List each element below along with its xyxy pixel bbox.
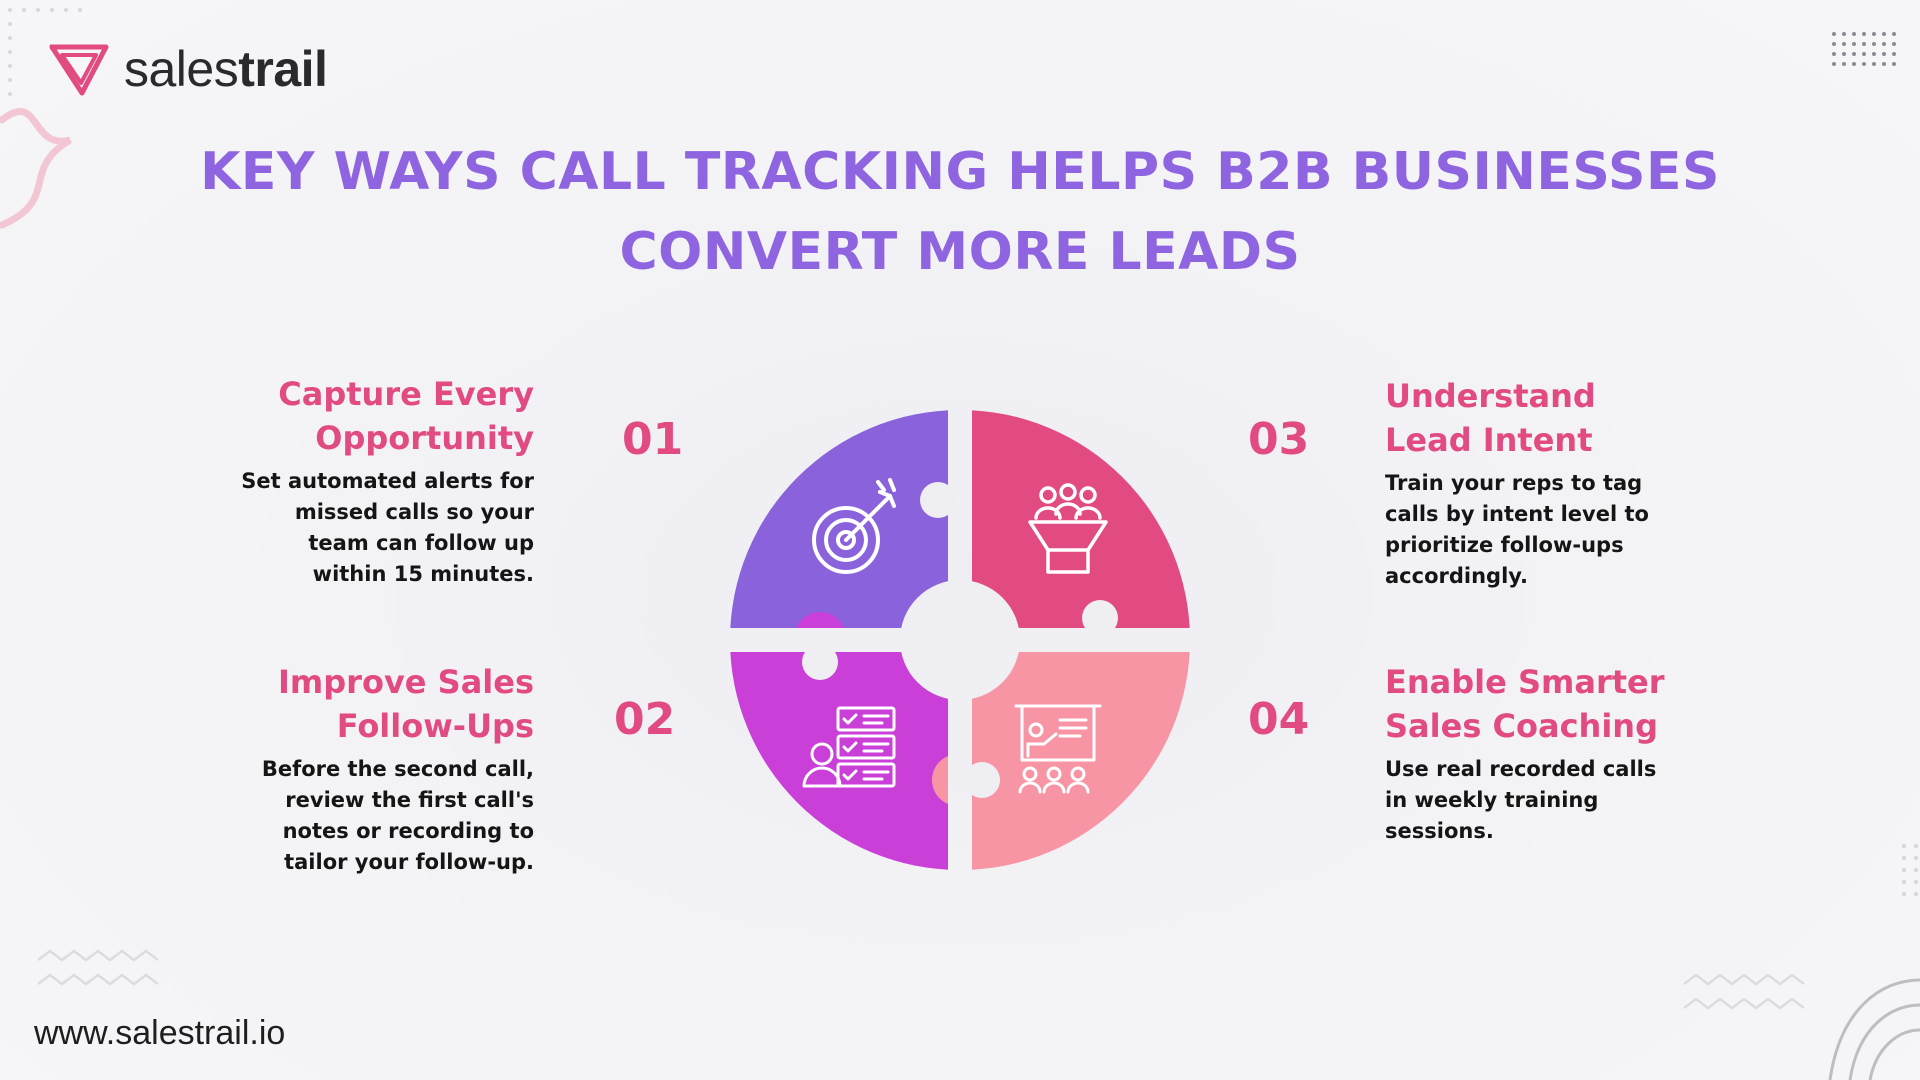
salestrail-logo-icon <box>49 44 109 96</box>
puzzle-piece-03 <box>960 410 1190 668</box>
item-04-number: 04 <box>1248 694 1310 745</box>
puzzle-piece-04 <box>932 640 1190 870</box>
dot-grid-decoration <box>1832 32 1896 66</box>
zigzag-decoration-right <box>1683 973 1805 1010</box>
item-02-number: 02 <box>614 694 676 745</box>
title-line-1: KEY WAYS CALL TRACKING HELPS B2B BUSINES… <box>200 142 1720 202</box>
people-funnel-icon <box>1028 483 1108 574</box>
checklist-user-icon <box>802 706 896 788</box>
arc-lines-decoration <box>1828 844 1920 1080</box>
item-03-number: 03 <box>1248 414 1310 465</box>
item-01-number: 01 <box>622 414 684 465</box>
puzzle-circle <box>730 410 1190 870</box>
page-title: KEY WAYS CALL TRACKING HELPS B2B BUSINES… <box>0 132 1920 292</box>
title-line-2: CONVERT MORE LEADS <box>619 222 1301 282</box>
brand-logo[interactable]: salestrail <box>48 40 328 98</box>
presentation-board-icon <box>1014 704 1102 794</box>
website-link[interactable]: www.salestrail.io <box>34 1014 286 1052</box>
zigzag-decoration <box>37 949 159 986</box>
target-arrow-icon <box>812 478 896 574</box>
brand-name: salestrail <box>124 41 328 97</box>
item-02-description: Before the second call,review the first … <box>261 757 534 874</box>
corner-scribble-decoration <box>0 8 82 229</box>
puzzle-piece-02 <box>730 612 960 870</box>
